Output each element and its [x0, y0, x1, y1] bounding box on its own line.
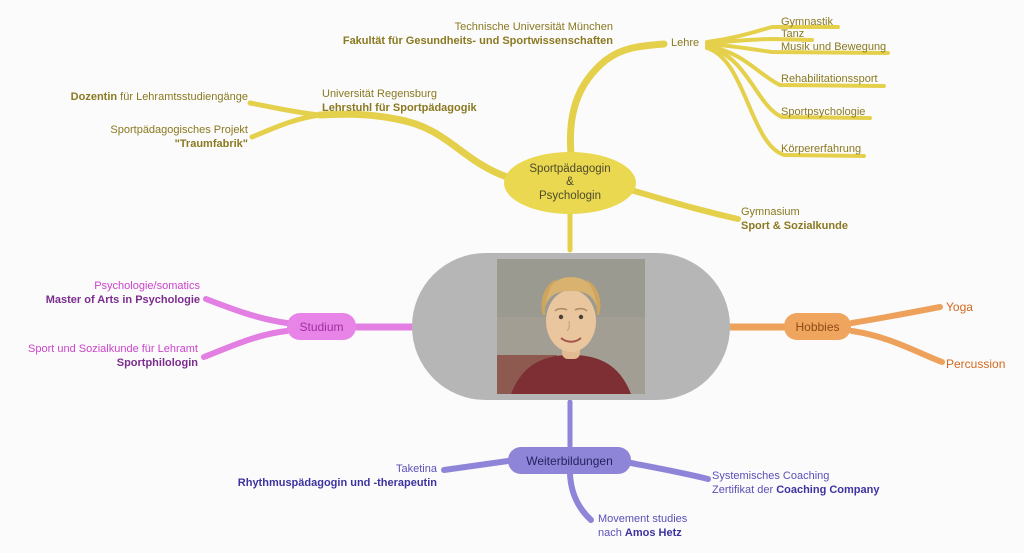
label-rehabilitationssport[interactable]: Rehabilitationssport — [781, 73, 878, 87]
uni-regensburg-line2: Lehrstuhl für Sportpädagogik — [322, 101, 477, 114]
weiterbildungen-link-movement — [567, 471, 594, 523]
node-weiterbildungen[interactable]: Weiterbildungen — [508, 447, 631, 474]
label-yoga[interactable]: Yoga — [946, 300, 973, 315]
label-tanz[interactable]: Tanz — [781, 28, 804, 42]
career-link-koerper — [705, 46, 866, 158]
coaching-line2: Zertifikat der Coaching Company — [712, 484, 879, 498]
career-link-projekt — [249, 112, 323, 140]
weiterbildungen-link-taketina — [441, 458, 511, 473]
reha-text: Rehabilitationssport — [781, 73, 878, 85]
label-psychologie-somatics[interactable]: Psychologie/somatics Master of Arts in P… — [46, 280, 200, 307]
label-koerpererfahrung[interactable]: Körpererfahrung — [781, 143, 861, 157]
studium-link-psychologie — [203, 296, 290, 326]
studium-link-lehramt — [201, 328, 290, 360]
studium-node-label: Studium — [299, 319, 344, 334]
label-movement-studies[interactable]: Movement studies nach Amos Hetz — [598, 513, 687, 540]
label-taketina[interactable]: Taketina Rhythmuspädagogin und -therapeu… — [238, 463, 437, 490]
tu-muenchen-line1: Technische Universität München — [454, 21, 613, 33]
psychologie-line1: Psychologie/somatics — [94, 280, 200, 292]
percussion-text: Percussion — [946, 357, 1006, 371]
tu-muenchen-line2: Fakultät für Gesundheits- und Sportwisse… — [342, 34, 613, 47]
uni-regensburg-line1: Universität Regensburg — [322, 88, 437, 100]
weiterbildungen-branch — [441, 399, 711, 523]
career-node-line1: Sportpädagogin — [529, 162, 611, 175]
coaching-line2-prefix: Zertifikat der — [712, 483, 777, 496]
label-dozentin[interactable]: Dozentin für Lehramtsstudiengänge — [71, 91, 248, 105]
sportpsychologie-text: Sportpsychologie — [781, 106, 866, 118]
traumfabrik-line2: "Traumfabrik" — [174, 137, 248, 150]
lehramt-line2: Sportphilologin — [116, 356, 198, 369]
taketina-line1: Taketina — [396, 463, 437, 475]
label-gymnastik[interactable]: Gymnastik — [781, 16, 833, 30]
lehramt-line1: Sport und Sozialkunde für Lehramt — [28, 343, 198, 355]
label-lehre[interactable]: Lehre — [671, 37, 699, 51]
studium-branch — [201, 296, 418, 360]
node-hobbies[interactable]: Hobbies — [784, 313, 851, 340]
traumfabrik-line1: Sportpädagogisches Projekt — [110, 124, 248, 136]
coaching-line2-bold: Coaching Company — [776, 483, 880, 496]
career-link-gymnasium — [631, 188, 741, 222]
career-link-musik — [705, 42, 890, 55]
career-link-reha — [705, 44, 886, 88]
center-node[interactable] — [412, 253, 730, 400]
psychologie-line2: Master of Arts in Psychologie — [45, 293, 200, 306]
movement-line2-bold: Amos Hetz — [624, 526, 682, 539]
movement-line1: Movement studies — [598, 513, 688, 525]
label-sportpsychologie[interactable]: Sportpsychologie — [781, 106, 865, 120]
taketina-line2: Rhythmuspädagogin und -therapeutin — [237, 476, 437, 489]
career-node-line3: Psychologin — [538, 189, 601, 202]
node-sportpaedagogin[interactable]: Sportpädagogin & Psychologin — [504, 152, 636, 214]
label-uni-regensburg[interactable]: Universität Regensburg Lehrstuhl für Spo… — [322, 88, 477, 115]
movement-line2-prefix: nach — [598, 526, 625, 539]
label-sportphilologin[interactable]: Sport und Sozialkunde für Lehramt Sportp… — [28, 343, 198, 370]
gymnastik-text: Gymnastik — [781, 16, 833, 28]
hobbies-link-yoga — [849, 304, 943, 326]
career-trunk-left — [316, 110, 511, 181]
label-systemisches-coaching[interactable]: Systemisches Coaching Zertifikat der Coa… — [712, 470, 879, 497]
career-trunk-top — [566, 40, 668, 158]
movement-line2: nach Amos Hetz — [598, 527, 687, 541]
gymnasium-line2: Sport & Sozialkunde — [741, 219, 848, 232]
label-traumfabrik[interactable]: Sportpädagogisches Projekt "Traumfabrik" — [110, 124, 248, 151]
coaching-line1: Systemisches Coaching — [712, 470, 830, 482]
label-percussion[interactable]: Percussion — [946, 357, 1006, 372]
label-gymnasium[interactable]: Gymnasium Sport & Sozialkunde — [741, 206, 848, 233]
koerpererfahrung-text: Körpererfahrung — [781, 143, 862, 155]
dozentin-rest: für Lehramtsstudiengänge — [117, 91, 248, 103]
gymnasium-line1: Gymnasium — [741, 206, 800, 218]
yoga-text: Yoga — [946, 300, 973, 314]
career-link-sportpsych — [705, 45, 872, 120]
label-tu-muenchen[interactable]: Technische Universität München Fakultät … — [343, 21, 613, 48]
weiterbildungen-node-label: Weiterbildungen — [526, 453, 613, 468]
tanz-text: Tanz — [781, 28, 805, 40]
career-link-dozentin — [247, 100, 323, 118]
portrait-photo — [497, 259, 645, 394]
dozentin-bold: Dozentin — [70, 91, 118, 103]
career-branch — [247, 25, 890, 253]
weiterbildungen-link-coaching — [628, 460, 711, 482]
node-studium[interactable]: Studium — [287, 313, 356, 340]
career-link-tanz — [705, 37, 814, 45]
label-musik-und-bewegung[interactable]: Musik und Bewegung — [781, 41, 886, 55]
musik-text: Musik und Bewegung — [781, 41, 887, 53]
hobbies-branch — [725, 304, 945, 365]
hobbies-link-percussion — [849, 328, 945, 365]
career-node-line2: & — [566, 176, 574, 189]
hobbies-node-label: Hobbies — [795, 319, 840, 334]
lehre-text: Lehre — [671, 37, 700, 49]
